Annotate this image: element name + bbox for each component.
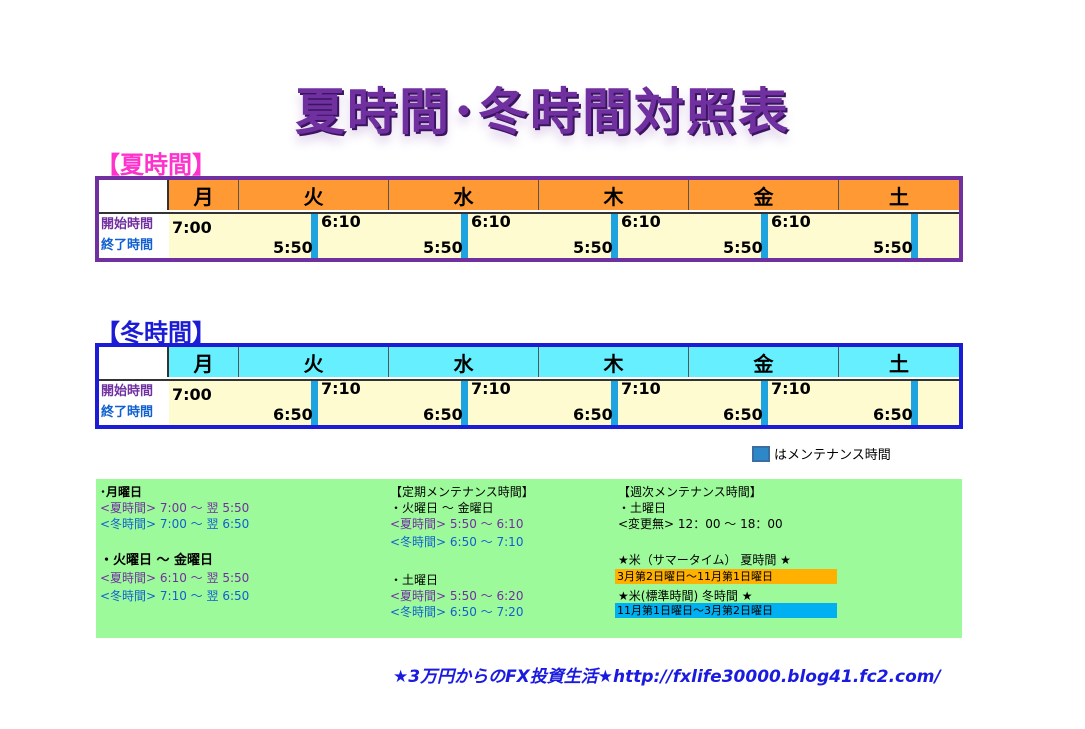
header-mon: 月	[169, 180, 239, 210]
legend-swatch	[752, 445, 770, 462]
fri-end-time: 6:50	[873, 405, 913, 424]
tue-fri-title: ・火曜日 ～ 金曜日	[100, 553, 214, 568]
mon-winter: <冬時間> 7:00 ～ 翌 6:50	[100, 517, 250, 531]
maintenance-bar	[311, 381, 318, 425]
header-tue: 火	[239, 347, 389, 377]
tue-start-time: 7:10	[321, 379, 361, 398]
regular-sat-summer: <夏時間> 5:50 ～ 6:20	[390, 589, 524, 603]
winter-row-labels: 開始時間 終了時間	[99, 381, 171, 425]
header-blank	[99, 347, 169, 377]
winter-table: 月 火 水 木 金 土 開始時間 終了時間 7:00 7:10 7:10 7:1…	[95, 343, 963, 429]
summer-time-cells	[169, 214, 959, 258]
maintenance-bar	[761, 214, 768, 258]
winter-time-cells	[169, 381, 959, 425]
winter-time-row: 開始時間 終了時間 7:00 7:10 7:10 7:10 7:10 6:50 …	[99, 379, 959, 425]
header-blank	[99, 180, 169, 210]
header-fri: 金	[689, 347, 839, 377]
winter-section-label: 【冬時間】	[96, 319, 216, 347]
tue-end-time: 5:50	[423, 238, 463, 257]
tue-fri-summer: <夏時間> 6:10 ～ 翌 5:50	[100, 571, 250, 585]
maintenance-bar	[461, 214, 468, 258]
footer-link[interactable]: ★3万円からのFX投資生活★http://fxlife30000.blog41.…	[393, 667, 941, 687]
start-time-label: 開始時間	[101, 217, 154, 232]
info-panel: ･月曜日 <夏時間> 7:00 ～ 翌 5:50 <冬時間> 7:00 ～ 翌 …	[96, 479, 962, 638]
end-time-label: 終了時間	[101, 238, 154, 253]
header-fri: 金	[689, 180, 839, 210]
weekly-sat-title: ・土曜日	[618, 501, 667, 515]
winter-header-row: 月 火 水 木 金 土	[99, 347, 959, 377]
std-title: ★米(標準時間) 冬時間 ★	[618, 589, 753, 603]
maintenance-bar	[911, 214, 918, 258]
header-mon: 月	[169, 347, 239, 377]
header-sat: 土	[839, 347, 959, 377]
summer-section-label: 【夏時間】	[96, 151, 216, 179]
maintenance-bar	[461, 381, 468, 425]
tue-fri-winter: <冬時間> 7:10 ～ 翌 6:50	[100, 589, 250, 603]
maintenance-bar	[761, 381, 768, 425]
legend-text: はメンテナンス時間	[774, 448, 891, 463]
header-tue: 火	[239, 180, 389, 210]
maintenance-bar	[611, 381, 618, 425]
summer-header-row: 月 火 水 木 金 土	[99, 180, 959, 210]
dst-title: ★米（サマータイム） 夏時間 ★	[618, 553, 791, 567]
weekly-maintenance-title: 【週次メンテナンス時間】	[618, 485, 762, 499]
regular-sat-title: ・土曜日	[390, 573, 439, 587]
wed-start-time: 6:10	[471, 212, 511, 231]
mon-start-time: 7:00	[172, 385, 212, 404]
fri-end-time: 5:50	[873, 238, 913, 257]
header-wed: 水	[389, 347, 539, 377]
maintenance-bar	[611, 214, 618, 258]
summer-row-labels: 開始時間 終了時間	[99, 214, 171, 258]
mon-summer: <夏時間> 7:00 ～ 翌 5:50	[100, 501, 250, 515]
dst-range: 3月第2日曜日～11月第1日曜日	[615, 569, 837, 584]
mon-title: ･月曜日	[100, 485, 143, 499]
mon-start-time: 7:00	[172, 218, 212, 237]
wed-end-time: 6:50	[573, 405, 613, 424]
thu-start-time: 7:10	[621, 379, 661, 398]
maintenance-bar	[911, 381, 918, 425]
weekly-sat-value: <変更無> 12：00 ～ 18：00	[618, 517, 783, 531]
summer-table: 月 火 水 木 金 土 開始時間 終了時間 7:00 6:10 6:10 6:1…	[95, 176, 963, 262]
thu-start-time: 6:10	[621, 212, 661, 231]
mon-end-time: 6:50	[273, 405, 313, 424]
std-range: 11月第1日曜日～3月第2日曜日	[615, 603, 837, 618]
fri-start-time: 6:10	[771, 212, 811, 231]
end-time-label: 終了時間	[101, 405, 154, 420]
tue-start-time: 6:10	[321, 212, 361, 231]
wed-end-time: 5:50	[573, 238, 613, 257]
mon-end-time: 5:50	[273, 238, 313, 257]
page-title: 夏時間･冬時間対照表	[295, 83, 790, 141]
regular-tue-fri-winter: <冬時間> 6:50 ～ 7:10	[390, 535, 524, 549]
summer-time-row: 開始時間 終了時間 7:00 6:10 6:10 6:10 6:10 5:50 …	[99, 212, 959, 258]
regular-maintenance-title: 【定期メンテナンス時間】	[390, 485, 534, 499]
wed-start-time: 7:10	[471, 379, 511, 398]
regular-tue-fri-title: ・火曜日 ～ 金曜日	[390, 501, 494, 515]
start-time-label: 開始時間	[101, 384, 154, 399]
header-wed: 水	[389, 180, 539, 210]
header-sat: 土	[839, 180, 959, 210]
thu-end-time: 5:50	[723, 238, 763, 257]
thu-end-time: 6:50	[723, 405, 763, 424]
regular-tue-fri-summer: <夏時間> 5:50 ～ 6:10	[390, 517, 524, 531]
maintenance-bar	[311, 214, 318, 258]
header-thu: 木	[539, 347, 689, 377]
maintenance-legend: はメンテナンス時間	[752, 444, 891, 463]
tue-end-time: 6:50	[423, 405, 463, 424]
fri-start-time: 7:10	[771, 379, 811, 398]
regular-sat-winter: <冬時間> 6:50 ～ 7:20	[390, 605, 524, 619]
header-thu: 木	[539, 180, 689, 210]
